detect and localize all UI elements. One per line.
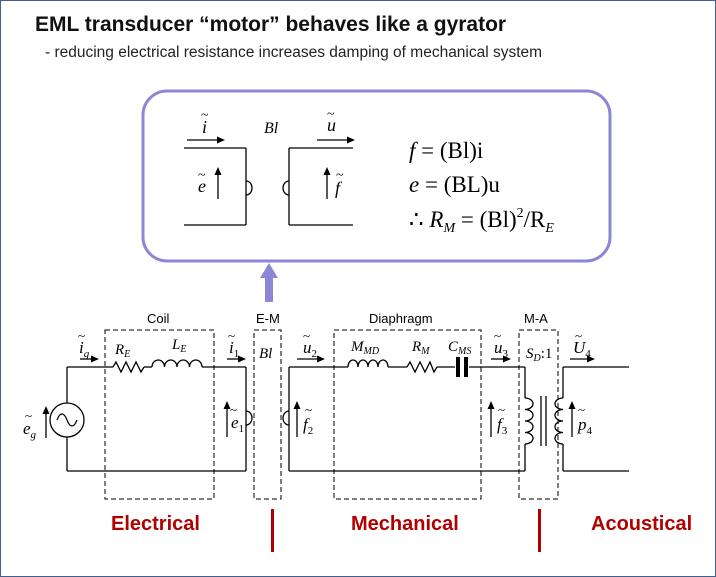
arrowhead	[293, 401, 301, 409]
coil-voltage-label: e1	[231, 413, 244, 435]
inductor-le	[151, 359, 203, 368]
tilde-mark: ~	[230, 402, 237, 417]
arrowhead	[487, 401, 495, 409]
circuit-arrows	[45, 358, 589, 438]
tilde-mark: ~	[25, 408, 32, 423]
tilde-mark: ~	[336, 168, 344, 183]
pressure-4-label: p4	[577, 415, 593, 437]
tilde-mark: ~	[327, 107, 335, 122]
domain-label-acoustical: Acoustical	[591, 513, 693, 535]
gyrator-voltage-label: e	[198, 176, 206, 196]
force-2-label: f2	[303, 415, 313, 437]
mass-mmd-label: MMD	[350, 339, 380, 357]
gyrator-callout: i ~ Bl u ~ e ~ f ~ f = (Bl)i e = (BL)u ∴…	[141, 89, 612, 263]
dashed-blocks	[104, 329, 559, 500]
coil-current-label: i1	[229, 338, 239, 360]
tilde-mark: ~	[578, 402, 585, 417]
equation-voltage: e = (BL)u	[409, 172, 500, 197]
domain-label-electrical: Electrical	[111, 513, 200, 535]
velocity-2-label: u2	[303, 338, 317, 360]
tilde-mark: ~	[494, 328, 501, 343]
diaphragm-block-label: Diaphragm	[369, 311, 433, 326]
ma-block-label: M-A	[524, 311, 548, 326]
em-block	[253, 329, 282, 500]
inductor-mmd	[347, 359, 389, 368]
tilde-mark: ~	[498, 402, 505, 417]
arrowhead	[91, 355, 99, 363]
resistor-re	[112, 360, 145, 374]
voltage-arrowhead	[214, 167, 222, 175]
arrowhead	[238, 355, 246, 363]
resistance-rm-label: RM	[411, 339, 430, 357]
tilde-mark: ~	[575, 328, 582, 343]
em-block-label: E-M	[256, 311, 280, 326]
ma-block	[518, 329, 559, 500]
arrowhead	[42, 406, 50, 414]
circuit-wires	[66, 366, 629, 472]
transformer-primary-coil	[524, 397, 534, 445]
coil-block	[104, 329, 215, 500]
slide-subtitle: - reducing electrical resistance increas…	[45, 44, 543, 61]
force-arrowhead	[323, 167, 331, 175]
tilde-mark: ~	[228, 328, 235, 343]
coil-block-label: Coil	[147, 311, 170, 326]
tilde-mark: ~	[198, 168, 206, 183]
arrowhead	[317, 355, 325, 363]
arrowhead	[503, 355, 511, 363]
callout-pointer-arrow	[260, 263, 278, 302]
tilde-mark: ~	[305, 402, 312, 417]
slide-title: EML transducer “motor” behaves like a gy…	[35, 13, 507, 36]
force-3-label: f3	[497, 415, 508, 437]
source-voltage-label: eg	[23, 419, 37, 441]
capacitor-cms	[456, 357, 468, 377]
velocity-arrowhead	[347, 136, 355, 144]
input-current-label: ig	[79, 338, 90, 360]
tilde-mark: ~	[303, 328, 310, 343]
domain-label-mechanical: Mechanical	[351, 513, 459, 535]
gyrator-coupling-label: Bl	[264, 120, 279, 137]
gyrator-symbol	[184, 139, 353, 226]
domain-divider-right	[538, 509, 541, 552]
area-ratio-label: SD:1	[526, 346, 552, 364]
equation-mechanical-resistance: ∴ RM = (Bl)2/RE	[409, 206, 554, 236]
equation-force: f = (Bl)i	[409, 138, 483, 163]
gyrator-force-label: f	[335, 178, 343, 198]
domain-divider-left	[271, 509, 274, 552]
transformer-secondary-coil	[554, 397, 564, 445]
resistor-rm	[406, 360, 438, 374]
current-arrowhead	[217, 136, 225, 144]
velocity-3-label: u3	[494, 338, 509, 360]
compliance-cms-label: CMS	[448, 339, 471, 357]
inductor-le-label: LE	[171, 337, 186, 355]
arrowhead	[568, 401, 576, 409]
em-coupling-label: Bl	[259, 346, 272, 362]
voltage-source	[49, 402, 85, 438]
resistor-re-label: RE	[114, 342, 130, 360]
callout-border	[141, 89, 612, 263]
arrowhead	[587, 355, 595, 363]
diaphragm-block	[333, 329, 482, 500]
tilde-mark: ~	[78, 328, 85, 343]
gyrator-current-label: i	[202, 117, 207, 137]
volume-velocity-4-label: U4	[573, 338, 591, 360]
gyrator-velocity-label: u	[327, 115, 336, 135]
tilde-mark: ~	[201, 108, 209, 123]
arrowhead	[223, 401, 231, 409]
